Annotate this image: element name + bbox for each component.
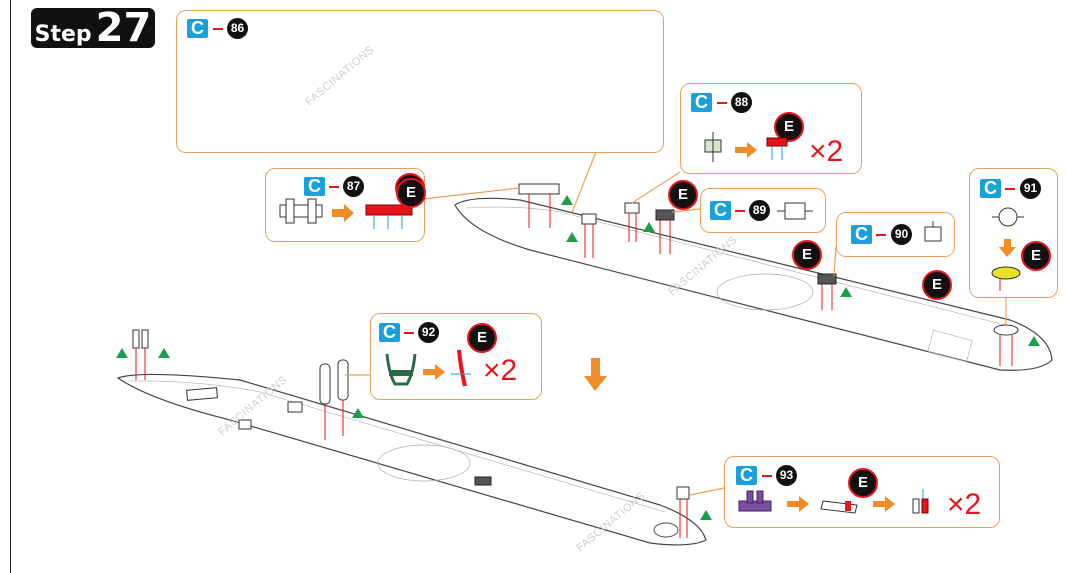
part-number: 89 xyxy=(749,200,770,221)
down-arrow-icon xyxy=(584,358,607,391)
assembly-badge: E xyxy=(467,323,497,353)
part-90-drawing xyxy=(924,221,942,242)
dash xyxy=(329,186,339,188)
callout-part-93: C 93 E ×2 xyxy=(724,456,1000,528)
callout-part-89: C 89 xyxy=(700,188,826,233)
sheet-badge: C xyxy=(379,323,400,342)
part-number: 92 xyxy=(418,322,439,343)
callout-part-90: C 90 xyxy=(836,212,955,257)
multiplier-text: ×2 xyxy=(809,135,844,168)
dash xyxy=(735,210,745,212)
step-badge: Step 27 xyxy=(31,8,155,48)
dash xyxy=(762,475,772,477)
dash xyxy=(404,332,414,334)
lower-hull xyxy=(116,329,725,546)
part-number: 88 xyxy=(731,92,752,113)
step-label: Step xyxy=(34,22,92,47)
dash xyxy=(1005,188,1015,190)
assembly-badge: E xyxy=(396,178,426,208)
multiplier-text: ×2 xyxy=(947,488,982,521)
sheet-badge: C xyxy=(304,177,325,196)
part-91-drawing xyxy=(991,207,1024,291)
part-number: 90 xyxy=(891,224,912,245)
callout-part-86: C 86 xyxy=(176,10,664,153)
sheet-badge: C xyxy=(187,19,208,38)
sheet-badge: C xyxy=(980,179,1001,198)
part-number: 86 xyxy=(227,18,248,39)
part-88-drawing xyxy=(704,132,788,162)
assembly-badge: E xyxy=(848,468,878,498)
step-number: 27 xyxy=(95,5,152,51)
part-89-drawing xyxy=(777,202,813,220)
callout-part-92: C 92 E ×2 xyxy=(370,313,542,400)
sheet-badge: C xyxy=(691,93,712,112)
left-border-line xyxy=(10,0,11,573)
callout-part-91: C 91 E xyxy=(969,168,1058,298)
assembly-badge: E xyxy=(922,270,952,300)
assembly-badge: E xyxy=(792,240,822,270)
part-number: 87 xyxy=(343,176,364,197)
dash xyxy=(876,234,886,236)
sheet-badge: C xyxy=(736,466,757,485)
part-number: 91 xyxy=(1020,178,1041,199)
part-87-drawing xyxy=(279,198,413,229)
multiplier-text: ×2 xyxy=(483,354,518,387)
sheet-badge: C xyxy=(851,225,872,244)
part-93-drawing xyxy=(738,489,929,514)
upper-hull-parts xyxy=(422,171,1040,366)
part-number: 93 xyxy=(776,465,797,486)
assembly-badge: E xyxy=(774,112,804,142)
assembly-badge: E xyxy=(1021,241,1051,271)
assembly-badge: E xyxy=(668,180,698,210)
sheet-badge: C xyxy=(710,201,731,220)
callout-part-88: C 88 E ×2 xyxy=(680,83,862,174)
dash xyxy=(717,102,727,104)
part-92-drawing xyxy=(385,349,471,387)
upper-hull xyxy=(454,197,1053,371)
dash xyxy=(213,28,223,30)
